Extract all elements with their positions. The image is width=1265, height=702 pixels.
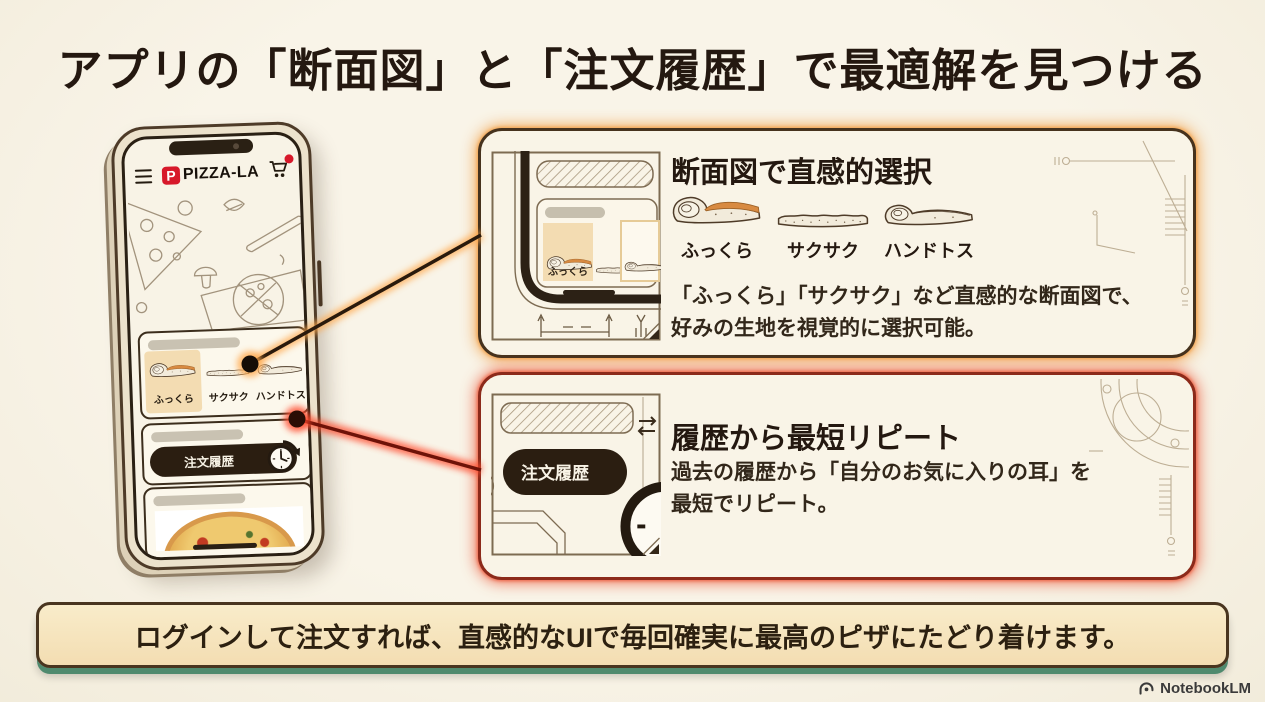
crust-option-label: ふっくら [153, 393, 195, 407]
phone-notch [168, 138, 254, 156]
order-history-button[interactable]: 注文履歴 [149, 442, 297, 478]
pizza-la-logo-text: PIZZA-LA [182, 163, 260, 184]
menu-icon[interactable] [134, 168, 153, 185]
crust-fluffy-thumb [147, 359, 198, 380]
history-callout-card: 注文履歴 履歴から最短リピート 過去の履歴から「自分のお気に入りの耳」を 最短で… [478, 372, 1196, 580]
connector-line-red [296, 417, 482, 472]
crust-option-fluffy[interactable]: ふっくら [144, 349, 203, 414]
crust-crispy-illustration [775, 195, 871, 235]
pizza-line-art [127, 198, 309, 332]
crust-handtoss-illustration [881, 193, 977, 233]
blueprint-decoration [1054, 140, 1189, 306]
notebooklm-icon [1139, 682, 1154, 695]
phone-mute-switch [107, 215, 113, 236]
page-title: アプリの「断面図」と「注文履歴」で最適解を見つける [57, 45, 1208, 96]
placeholder-text-bar [153, 493, 246, 507]
crust-crispy-thumb [205, 361, 252, 380]
phone-body: P PIZZA-LA [110, 120, 326, 572]
crust-selector-card: ふっくら サクサク ハンドトス [137, 325, 311, 420]
phone-power-button [317, 260, 323, 307]
phone-mockup: P PIZZA-LA [107, 120, 326, 572]
order-history-section: 注文履歴 [140, 417, 313, 486]
notebooklm-attribution: NotebookLM [1138, 680, 1251, 697]
cross-section-callout-card: ふっくら 断面図で直感的選択 ふっくら サクサク [478, 128, 1196, 358]
cross-section-description: 「ふっくら」「サクサク」など直感的な断面図で、 好みの生地を視覚的に選択可能。 [671, 285, 1143, 340]
summary-banner-text: ログインして注文すれば、直感的なUIで毎回確実に最高のピザにたどり着けます。 [134, 622, 1131, 653]
phone-volume-up-button [108, 251, 114, 286]
notebooklm-label: NotebookLM [1160, 680, 1251, 697]
cross-section-title: 断面図で直感的選択 [671, 157, 933, 189]
history-clock-icon [264, 438, 301, 475]
svg-text:ふっくら: ふっくら [548, 266, 588, 278]
pizza-la-logo: P PIZZA-LA [161, 163, 260, 185]
crust-option-handtoss[interactable]: ハンドトス [253, 346, 307, 410]
app-header: P PIZZA-LA [134, 154, 294, 192]
crust-fluffy-illustration [669, 189, 765, 229]
cart-badge [284, 154, 294, 164]
phone-screen: P PIZZA-LA [120, 130, 316, 562]
crust-option-crispy[interactable]: サクサク [202, 348, 254, 412]
svg-text:注文履歴: 注文履歴 [521, 463, 589, 483]
summary-banner: ログインして注文すれば、直感的なUIで毎回確実に最高のピザにたどり着けます。 [36, 602, 1229, 668]
placeholder-text-bar [150, 429, 244, 443]
cart-icon[interactable] [269, 154, 294, 184]
history-description: 過去の履歴から「自分のお気に入りの耳」を 最短でリピート。 [671, 461, 1091, 516]
crust-figure-fluffy: ふっくら [669, 189, 765, 263]
crust-label: ふっくら [681, 241, 753, 261]
crust-option-label: ハンドトス [255, 389, 306, 403]
crust-option-label: サクサク [208, 391, 250, 405]
crust-handtoss-thumb [256, 358, 305, 378]
crust-figure-crispy: サクサク [775, 189, 871, 263]
history-title: 履歴から最短リピート [671, 423, 962, 455]
phone-volume-down-button [110, 295, 116, 330]
pizza-la-logo-mark: P [161, 166, 181, 185]
crust-options-row: ふっくら サクサク ハンドトス [669, 189, 977, 263]
crust-label: サクサク [787, 241, 859, 261]
crust-selector-zoom-sketch: ふっくら [491, 151, 661, 341]
order-history-button-label: 注文履歴 [183, 454, 235, 471]
crust-figure-handtoss: ハンドトス [881, 189, 977, 263]
order-history-zoom-sketch: 注文履歴 [491, 393, 661, 556]
blueprint-decoration [1089, 379, 1189, 556]
crust-label: ハンドトス [884, 241, 974, 261]
connector-glow-red [295, 413, 483, 476]
